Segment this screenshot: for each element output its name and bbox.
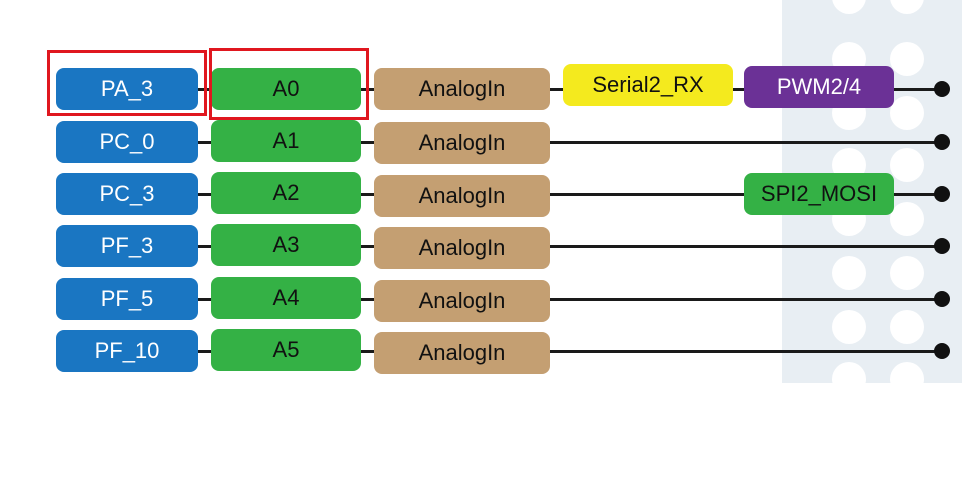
connector-pin-dot (934, 81, 950, 97)
header-hole (890, 0, 924, 14)
header-hole (890, 42, 924, 76)
connector-line (195, 141, 940, 144)
analog-function-label: AnalogIn (374, 68, 550, 110)
connector-pin-dot (934, 134, 950, 150)
pin-label: PF_10 (56, 330, 198, 372)
analog-function-label: AnalogIn (374, 175, 550, 217)
serial-function-label: Serial2_RX (563, 64, 733, 106)
arduino-pin-label: A0 (211, 68, 361, 110)
pin-label: PF_3 (56, 225, 198, 267)
header-hole (890, 362, 924, 383)
pwm-function-label: PWM2/4 (744, 66, 894, 108)
header-hole (890, 256, 924, 290)
highlight-box-pin (47, 50, 207, 116)
connector-line (195, 245, 940, 248)
connector-line (195, 193, 940, 196)
highlight-box-arduino (209, 48, 369, 120)
header-hole (832, 0, 866, 14)
connector-pin-dot (934, 291, 950, 307)
arduino-pin-label: A5 (211, 329, 361, 371)
header-hole (832, 362, 866, 383)
connector-pin-dot (934, 238, 950, 254)
connector-line (195, 350, 940, 353)
header-hole (890, 310, 924, 344)
pin-label: PA_3 (56, 68, 198, 110)
pin-label: PC_3 (56, 173, 198, 215)
connector-pin-dot (934, 343, 950, 359)
arduino-pin-label: A4 (211, 277, 361, 319)
analog-function-label: AnalogIn (374, 227, 550, 269)
analog-function-label: AnalogIn (374, 332, 550, 374)
connector-pin-dot (934, 186, 950, 202)
header-hole (890, 148, 924, 182)
header-hole (832, 310, 866, 344)
pin-label: PC_0 (56, 121, 198, 163)
pin-label: PF_5 (56, 278, 198, 320)
analog-function-label: AnalogIn (374, 122, 550, 164)
analog-function-label: AnalogIn (374, 280, 550, 322)
header-hole (832, 256, 866, 290)
connector-line (195, 298, 940, 301)
spi-function-label: SPI2_MOSI (744, 173, 894, 215)
header-hole (890, 202, 924, 236)
header-hole (890, 96, 924, 130)
arduino-pin-label: A3 (211, 224, 361, 266)
arduino-pin-label: A1 (211, 120, 361, 162)
arduino-pin-label: A2 (211, 172, 361, 214)
